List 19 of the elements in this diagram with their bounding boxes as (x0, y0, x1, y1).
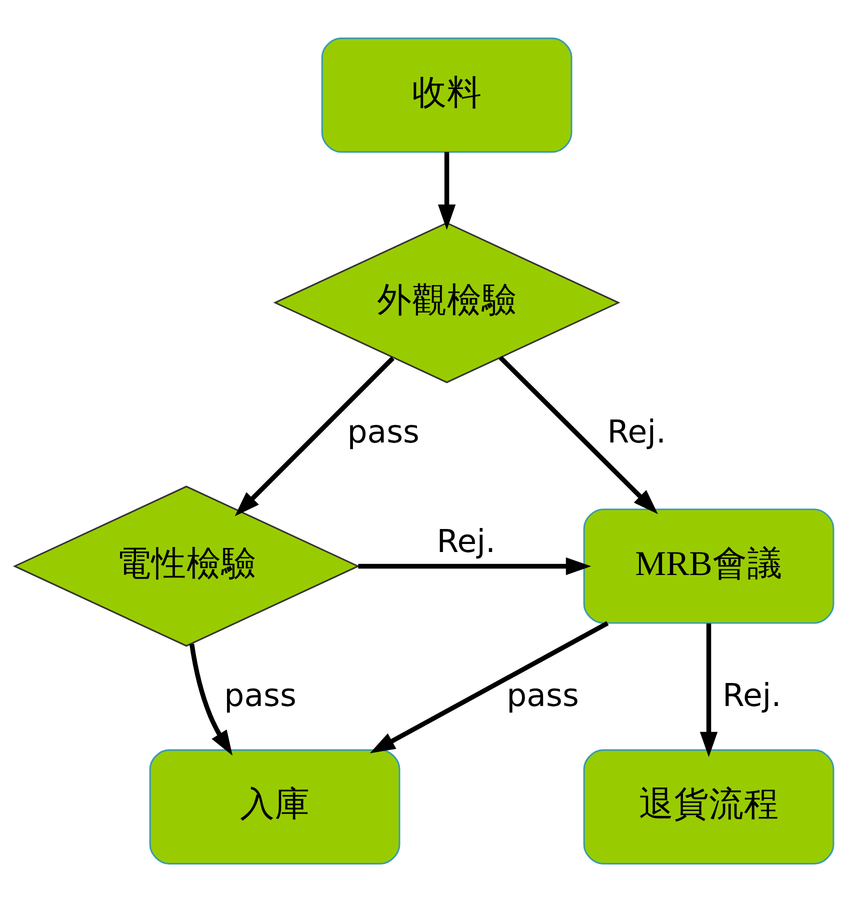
node-box: MRB會議 (583, 508, 834, 624)
edge-label: Rej. (722, 678, 782, 714)
node-diamond: 電性檢驗 (12, 486, 360, 647)
edge-label: Rej. (436, 524, 496, 560)
arrow (438, 152, 456, 230)
arrow (358, 557, 592, 576)
edge-label: pass (224, 678, 296, 714)
edge-label: pass (347, 414, 420, 450)
edge-label: Rej. (607, 414, 666, 450)
node-diamond: 外觀檢驗 (273, 222, 620, 384)
arrow (498, 356, 658, 514)
arrow (189, 644, 233, 756)
node-box: 收料 (321, 38, 572, 153)
arrow (700, 623, 718, 758)
node-box: 入庫 (149, 749, 400, 864)
edge-label: pass (506, 678, 579, 714)
node-box: 退貨流程 (583, 749, 834, 864)
arrow (370, 621, 609, 754)
arrow (234, 356, 394, 516)
